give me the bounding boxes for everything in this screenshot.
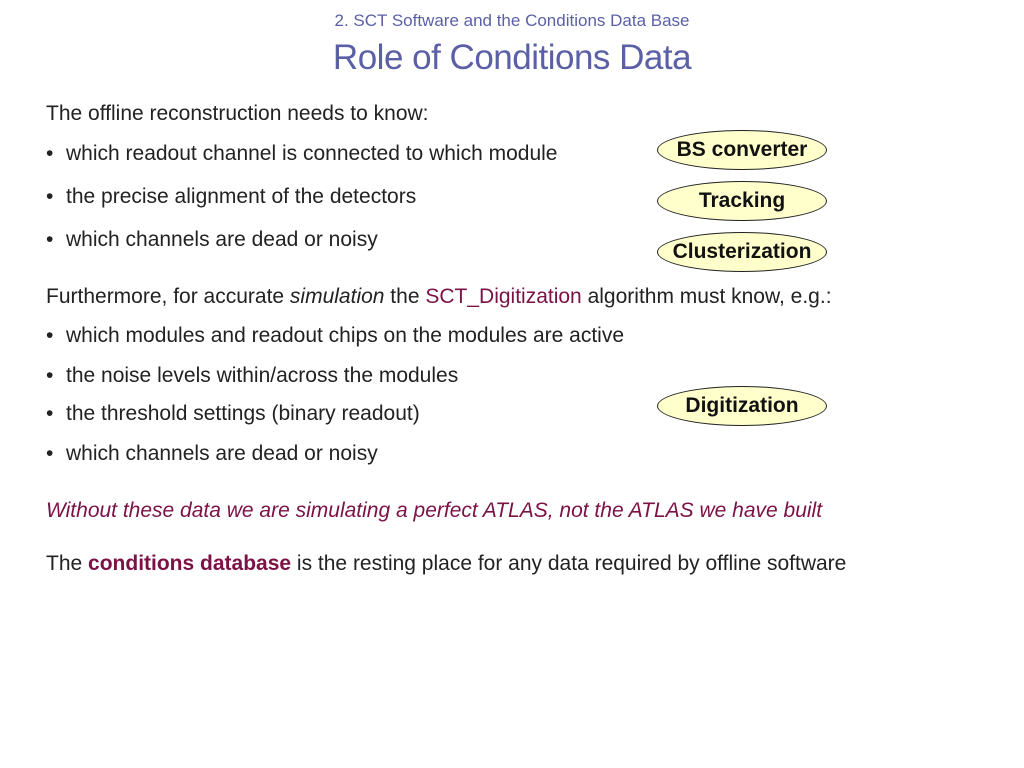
perfect-atlas-note: Without these data we are simulating a p… — [46, 499, 823, 522]
clusterization-label: Clusterization — [672, 240, 812, 263]
bs-converter-ellipse: BS converter — [657, 130, 827, 170]
bullet-dead-channels-sim: • which channels are dead or noisy — [46, 441, 378, 466]
bullet-noise-levels: • the noise levels within/across the modu… — [46, 363, 458, 388]
bullet-alignment: • the precise alignment of the detectors — [46, 184, 416, 209]
bullet-text: which readout channel is connected to wh… — [66, 142, 558, 165]
closing-suffix: is the resting place for any data requir… — [291, 552, 847, 575]
bullet-text: the noise levels within/across the modul… — [66, 364, 459, 387]
bullet-text: which channels are dead or noisy — [66, 228, 378, 251]
bullet-active-modules: • which modules and readout chips on the … — [46, 323, 624, 348]
slide-title: Role of Conditions Data — [332, 38, 692, 77]
bullet-marker: • — [46, 402, 54, 425]
bullet-dead-channels: • which channels are dead or noisy — [46, 227, 378, 252]
bullet-marker: • — [46, 442, 54, 465]
bullet-text: which modules and readout chips on the m… — [66, 324, 624, 347]
closing-statement: The conditions database is the resting p… — [46, 551, 846, 576]
bullet-marker: • — [46, 142, 54, 165]
bullet-readout-channel: • which readout channel is connected to w… — [46, 141, 557, 166]
clusterization-ellipse: Clusterization — [657, 232, 827, 272]
bs-converter-label: BS converter — [676, 138, 808, 161]
bullet-marker: • — [46, 364, 54, 387]
reconstruction-intro: The offline reconstruction needs to know… — [46, 102, 429, 125]
bullet-marker: • — [46, 228, 54, 251]
sct-digitization-term: SCT_Digitization — [425, 285, 582, 308]
closing-prefix: The — [46, 552, 89, 575]
simulation-word: simulation — [289, 285, 385, 308]
bullet-marker: • — [46, 324, 54, 347]
bullet-marker: • — [46, 185, 54, 208]
tracking-label: Tracking — [698, 189, 786, 212]
bullet-text: the threshold settings (binary readout) — [66, 402, 420, 425]
simulation-intro: Furthermore, for accurate simulation the… — [46, 284, 832, 309]
bullet-threshold: • the threshold settings (binary readout) — [46, 401, 420, 426]
simulation-intro-mid: the — [384, 285, 426, 308]
slide-subtitle: 2. SCT Software and the Conditions Data … — [334, 11, 690, 30]
bullet-text: which channels are dead or noisy — [66, 442, 378, 465]
tracking-ellipse: Tracking — [657, 181, 827, 221]
digitization-label: Digitization — [685, 394, 799, 417]
digitization-ellipse: Digitization — [657, 386, 827, 426]
bullet-text: the precise alignment of the detectors — [66, 185, 417, 208]
simulation-intro-suffix: algorithm must know, e.g.: — [581, 285, 832, 308]
conditions-database-term: conditions database — [88, 552, 292, 575]
simulation-intro-prefix: Furthermore, for accurate — [46, 285, 290, 308]
